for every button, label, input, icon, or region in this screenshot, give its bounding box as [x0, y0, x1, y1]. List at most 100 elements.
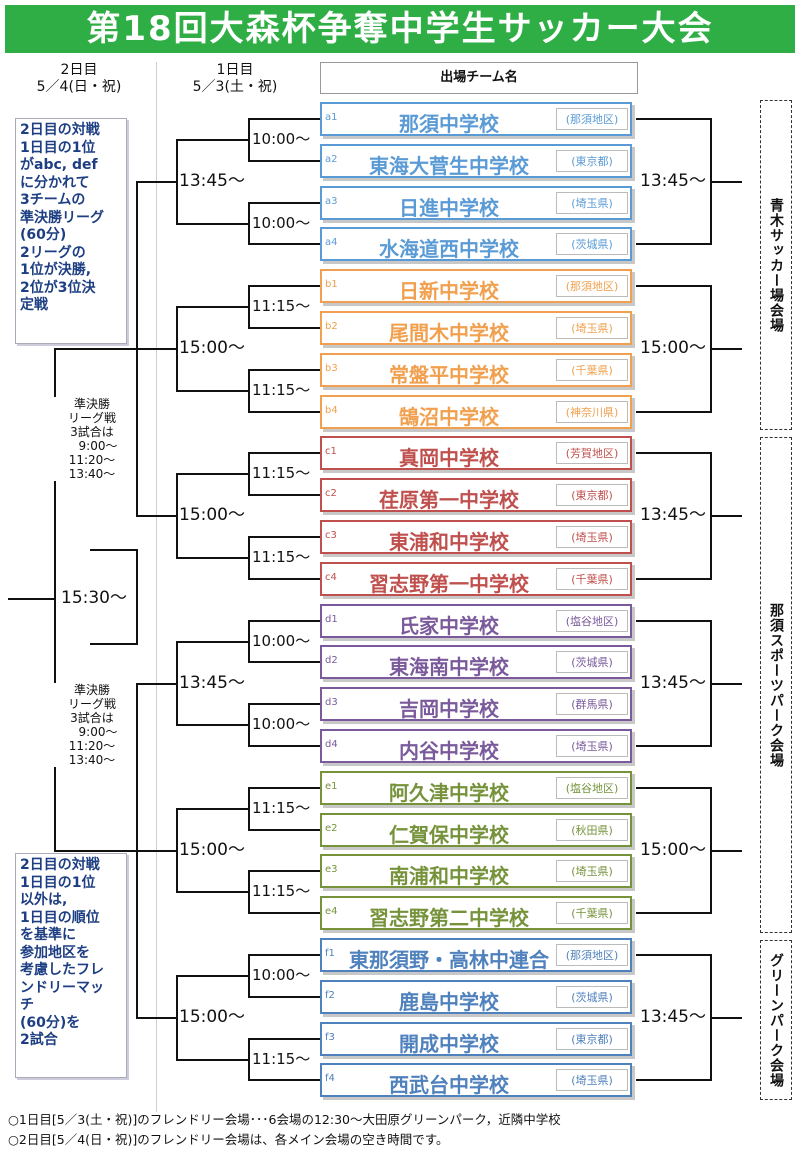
team-code: c1 [325, 446, 337, 457]
group-left-time: 13:45～ [178, 673, 246, 693]
bracket-line [248, 1079, 320, 1081]
team-name: 習志野第二中学校 [369, 906, 529, 930]
day2-date: 5／4(日・祝) [36, 79, 122, 95]
bracket-line [136, 181, 178, 183]
bracket-line [54, 348, 178, 350]
team-region: (那須地区) [556, 275, 628, 297]
group-right-time: 13:45～ [639, 1007, 707, 1027]
team-region: (埼玉県) [556, 735, 628, 757]
bracket-line [248, 703, 320, 705]
bracket-line [248, 745, 320, 747]
bracket-line [248, 285, 320, 287]
bracket-line [248, 870, 320, 872]
team-code: a2 [325, 154, 338, 165]
team-code: d4 [325, 739, 338, 750]
team-name: 南浦和中学校 [389, 864, 509, 888]
bracket-line [248, 494, 320, 496]
team-code: f4 [325, 1073, 335, 1084]
team-code: f2 [325, 990, 335, 1001]
team-region: (埼玉県) [556, 860, 628, 882]
bracket-line [710, 1017, 742, 1019]
match-time: 10:00～ [251, 632, 312, 650]
venue-nasu: 那須スポーツパーク会場 [760, 437, 792, 933]
team-code: a4 [325, 237, 338, 248]
bracket-line [636, 1079, 712, 1081]
bracket-line [636, 954, 712, 956]
group-right-time: 13:45～ [639, 673, 707, 693]
bracket-line [248, 452, 320, 454]
bracket-line [636, 243, 712, 245]
team-region: (茨城県) [556, 233, 628, 255]
team-name: 習志野第一中学校 [369, 572, 529, 596]
day2-label: 2日目 [60, 62, 98, 78]
group-left-time: 15:00～ [178, 840, 246, 860]
semifinal-note-bottom: 準決勝 リーグ戦 3試合は 9:00～ 11:20～ 13:40～ [54, 683, 130, 767]
team-name: 氏家中学校 [399, 614, 499, 638]
bracket-line [710, 181, 742, 183]
footnote-1: ○1日目[5／3(土・祝)]のフレンドリー会場･･･6会場の12:30～大田原グ… [8, 1112, 561, 1127]
page-title: 第18回大森杯争奪中学生サッカー大会 [5, 5, 795, 53]
bracket-line [636, 787, 712, 789]
match-time: 10:00～ [251, 130, 312, 148]
bracket-line [176, 641, 250, 643]
team-region: (東京都) [556, 1028, 628, 1050]
bracket-line [636, 452, 712, 454]
venue-aoki: 青木サッカー場会場 [760, 100, 792, 430]
bracket-line [54, 348, 56, 852]
bracket-line [248, 620, 320, 622]
day1-header: 1日目 5／3(土・祝) [170, 62, 300, 96]
team-name: 荏原第一中学校 [379, 488, 519, 512]
bracket-line [176, 975, 250, 977]
match-time: 11:15～ [251, 381, 312, 399]
bracket-line [176, 1059, 250, 1061]
team-region: (埼玉県) [556, 317, 628, 339]
bracket-line [136, 683, 178, 685]
team-region: (埼玉県) [556, 192, 628, 214]
bracket-line [248, 411, 320, 413]
team-region: (那須地区) [556, 108, 628, 130]
bracket-line [248, 661, 320, 663]
match-time: 10:00～ [251, 966, 312, 984]
day1-date: 5／3(土・祝) [192, 79, 278, 95]
team-name: 常盤平中学校 [389, 363, 509, 387]
team-region: (東京都) [556, 484, 628, 506]
bracket-line [636, 411, 712, 413]
team-name: 東那須野・高林中連合 [349, 948, 549, 972]
match-time: 11:15～ [251, 1050, 312, 1068]
team-code: c4 [325, 572, 337, 583]
team-name: 阿久津中学校 [389, 781, 509, 805]
team-region: (茨城県) [556, 986, 628, 1008]
team-code: b1 [325, 279, 338, 290]
team-region: (塩谷地区) [556, 610, 628, 632]
team-name: 日進中学校 [399, 196, 499, 220]
bracket-line [248, 578, 320, 580]
team-region: (芳賀地区) [556, 442, 628, 464]
bracket-line [636, 578, 712, 580]
team-region: (茨城県) [556, 651, 628, 673]
bracket-line [176, 223, 250, 225]
match-time: 11:15～ [251, 548, 312, 566]
bracket-line [176, 306, 250, 308]
team-code: b2 [325, 321, 338, 332]
bracket-line [136, 515, 178, 517]
bracket-line [176, 724, 250, 726]
team-column-header: 出場チーム名 [320, 62, 638, 94]
bracket-line [248, 536, 320, 538]
bracket-line [248, 202, 320, 204]
team-code: b4 [325, 405, 338, 416]
bracket-line [90, 643, 138, 645]
bracket-line [248, 243, 320, 245]
match-time: 11:15～ [251, 464, 312, 482]
team-region: (塩谷地区) [556, 777, 628, 799]
team-code: e1 [325, 781, 338, 792]
bracket-line [176, 891, 250, 893]
